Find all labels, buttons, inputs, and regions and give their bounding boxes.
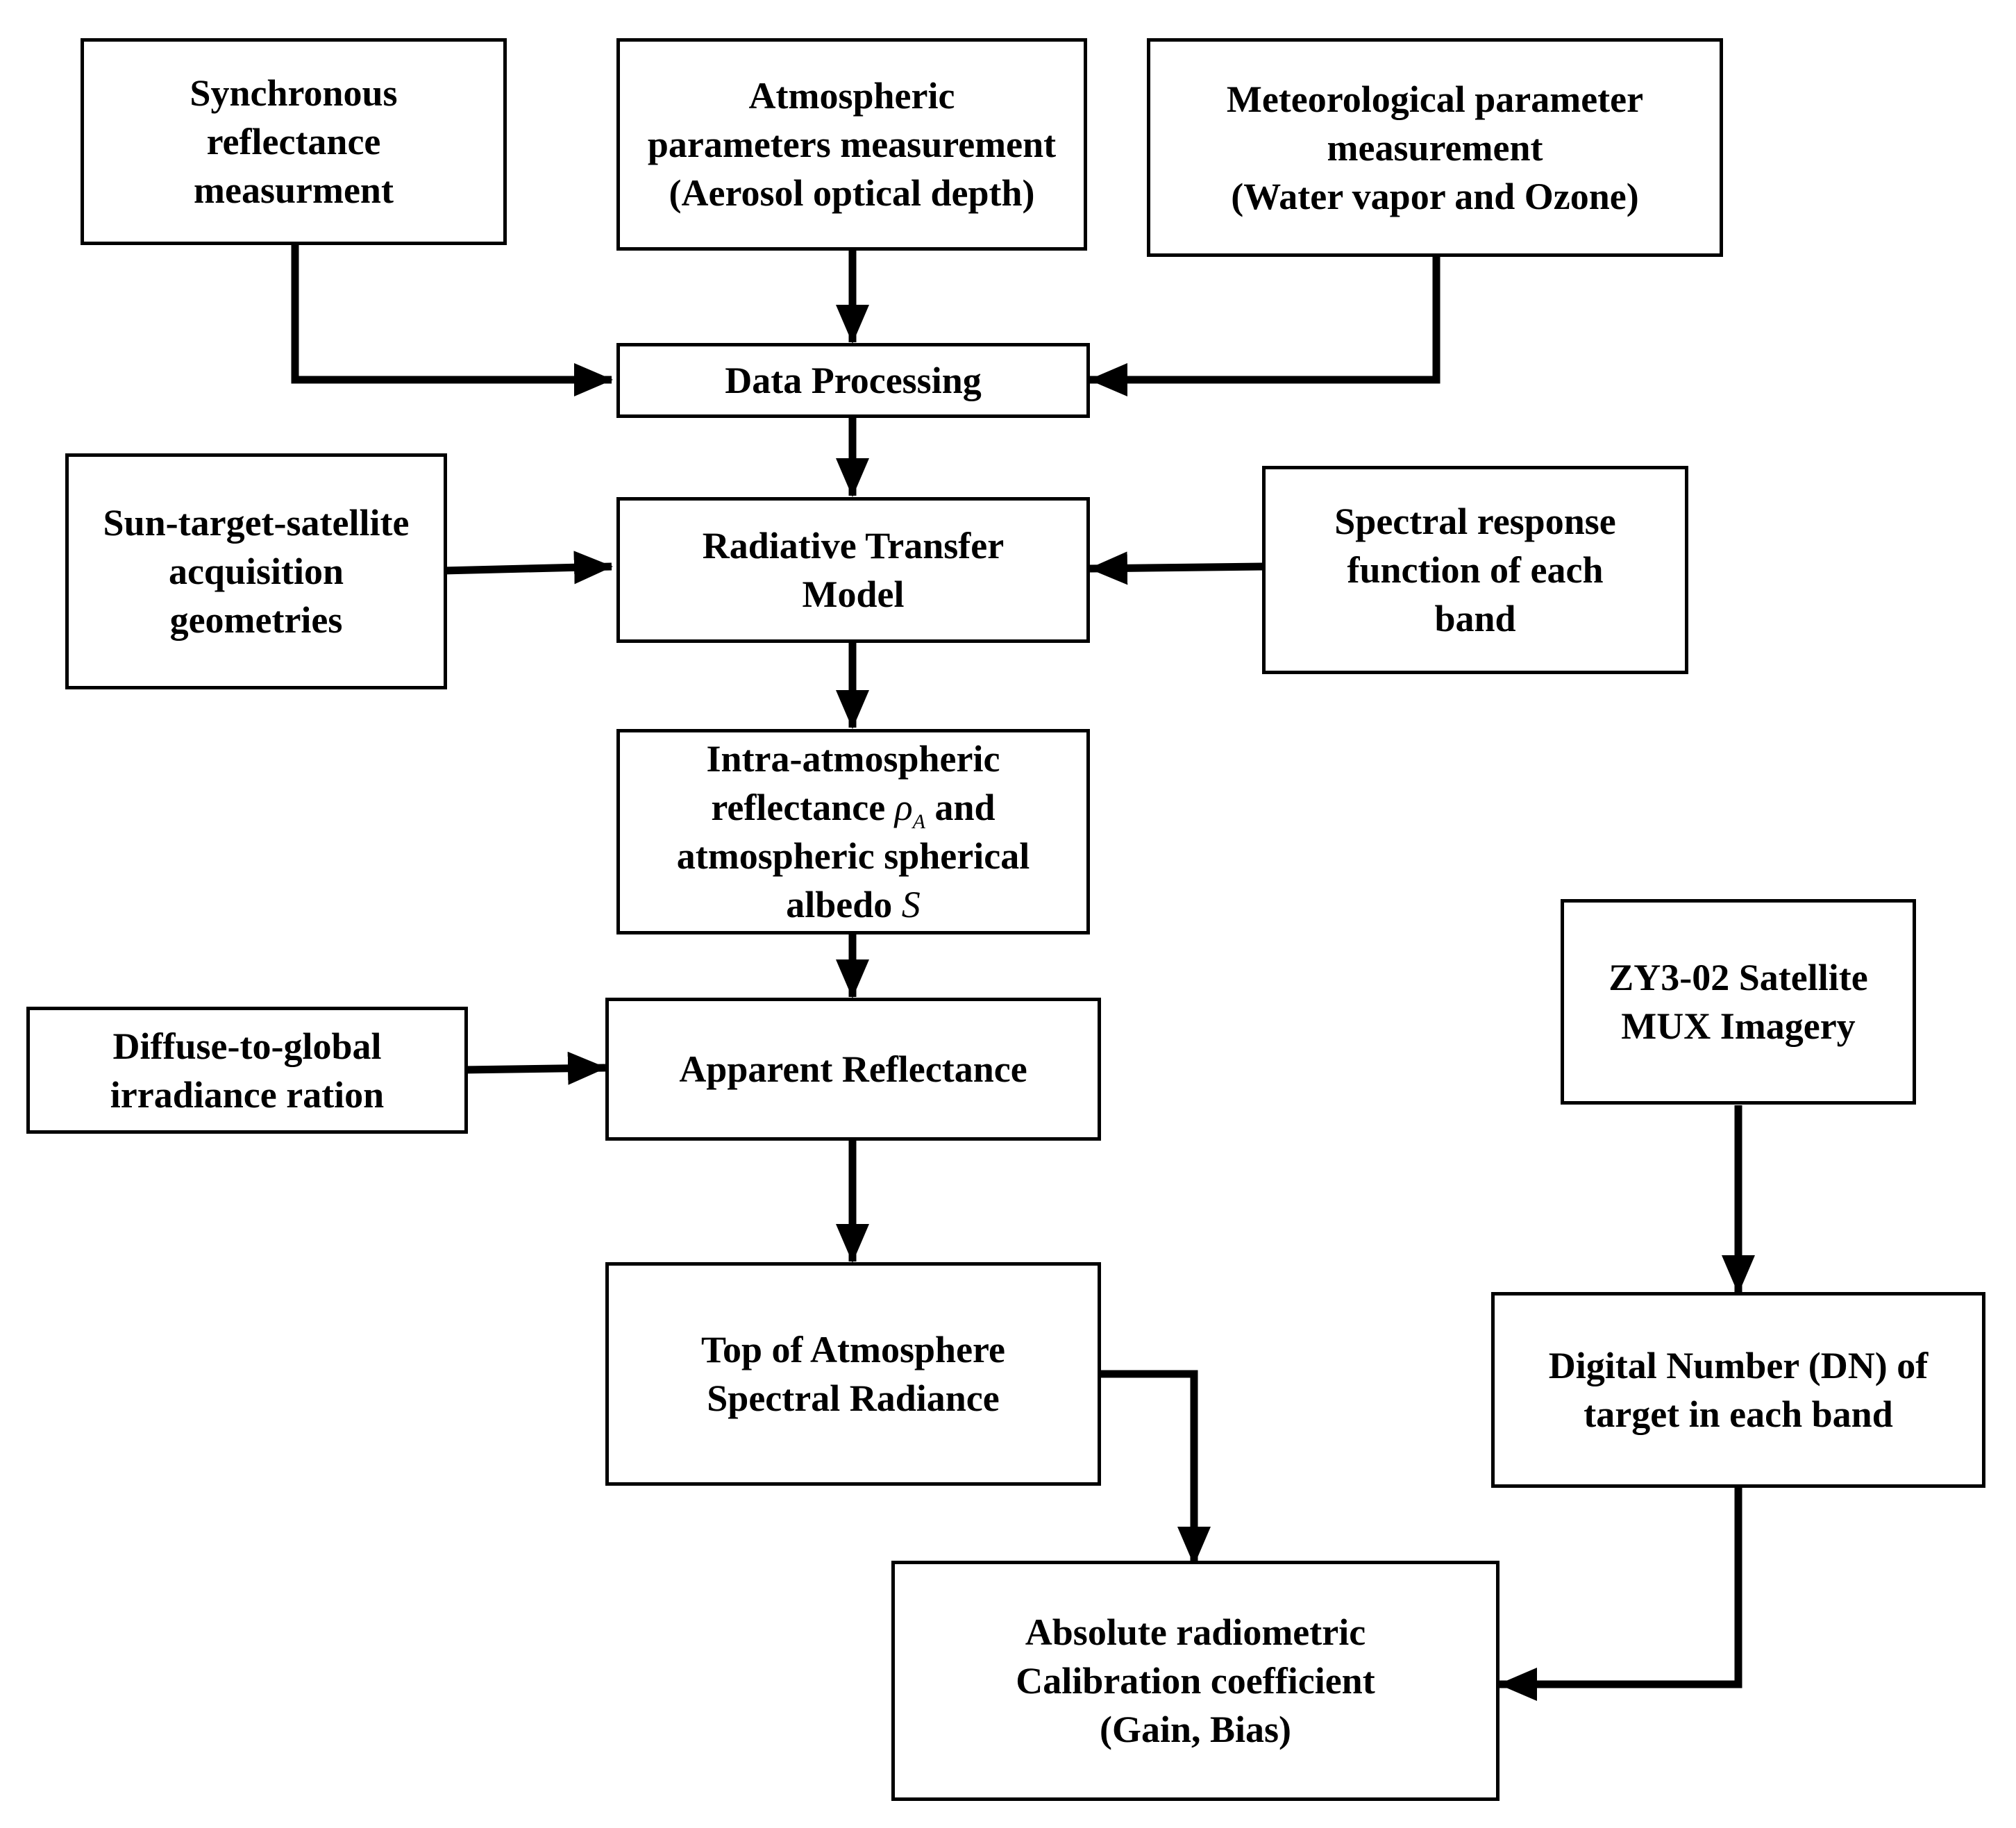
node-label: Radiative Transfer Model: [702, 525, 1005, 615]
node-toa-radiance: Top of Atmosphere Spectral Radiance: [605, 1262, 1101, 1486]
node-label: ZY3-02 Satellite MUX Imagery: [1608, 957, 1868, 1047]
rho-subscript: A: [912, 810, 925, 833]
label-line: and: [925, 787, 996, 828]
node-label: Intra-atmospheric reflectance ρA and atmos…: [677, 735, 1030, 929]
edge-geometry-to-rtm: [442, 551, 613, 585]
node-calibration-coefficient: Absolute radiometric Calibration coeffic…: [891, 1561, 1500, 1801]
node-label: Meteorological parameter measurement (Wa…: [1226, 78, 1644, 217]
albedo-symbol: S: [901, 884, 921, 925]
edge-toa-to-calib: [1100, 1370, 1211, 1566]
node-spectral-response: Spectral response function of each band: [1262, 466, 1688, 674]
label-line: reflectance: [711, 787, 895, 828]
node-sync-reflectance: Synchronous reflectance measurment: [81, 38, 507, 245]
node-digital-number: Digital Number (DN) of target in each ba…: [1491, 1292, 1985, 1488]
node-apparent-reflectance: Apparent Reflectance: [605, 998, 1101, 1141]
node-label: Absolute radiometric Calibration coeffic…: [1016, 1611, 1375, 1750]
node-label: Sun-target-satellite acquisition geometr…: [103, 502, 410, 641]
node-label: Top of Atmosphere Spectral Radiance: [700, 1329, 1006, 1419]
edge-sync-to-dataproc: [291, 244, 613, 396]
node-atmospheric-params: Atmospheric parameters measurement (Aero…: [616, 38, 1087, 251]
node-label: Data Processing: [725, 360, 982, 401]
label-line: Intra-atmospheric: [706, 738, 1000, 780]
label-line: atmospheric spherical: [676, 835, 1030, 877]
edge-spectral-to-rtm: [1089, 551, 1264, 585]
rho-symbol: ρ: [894, 787, 913, 828]
node-diffuse-global: Diffuse-to-global irradiance ration: [26, 1007, 468, 1134]
edge-dn-to-calib: [1498, 1486, 1742, 1701]
node-meteorological-params: Meteorological parameter measurement (Wa…: [1147, 38, 1723, 257]
node-zy3-imagery: ZY3-02 Satellite MUX Imagery: [1561, 899, 1916, 1105]
node-intra-atmospheric: Intra-atmospheric reflectance ρA and atmos…: [616, 729, 1090, 934]
label-line: albedo: [786, 884, 902, 925]
edge-diffuse-to-apparent: [462, 1051, 607, 1085]
node-label: Atmospheric parameters measurement (Aero…: [647, 75, 1057, 214]
node-label: Digital Number (DN) of target in each ba…: [1548, 1345, 1929, 1435]
node-label: Apparent Reflectance: [679, 1048, 1027, 1090]
node-data-processing: Data Processing: [616, 343, 1090, 418]
edge-meteo-to-dataproc: [1089, 255, 1440, 396]
node-label: Spectral response function of each band: [1334, 501, 1616, 639]
node-label: Diffuse-to-global irradiance ration: [110, 1025, 385, 1116]
node-label: Synchronous reflectance measurment: [190, 72, 398, 211]
node-radiative-transfer: Radiative Transfer Model: [616, 497, 1090, 643]
node-sun-target-geometry: Sun-target-satellite acquisition geometr…: [65, 453, 447, 689]
